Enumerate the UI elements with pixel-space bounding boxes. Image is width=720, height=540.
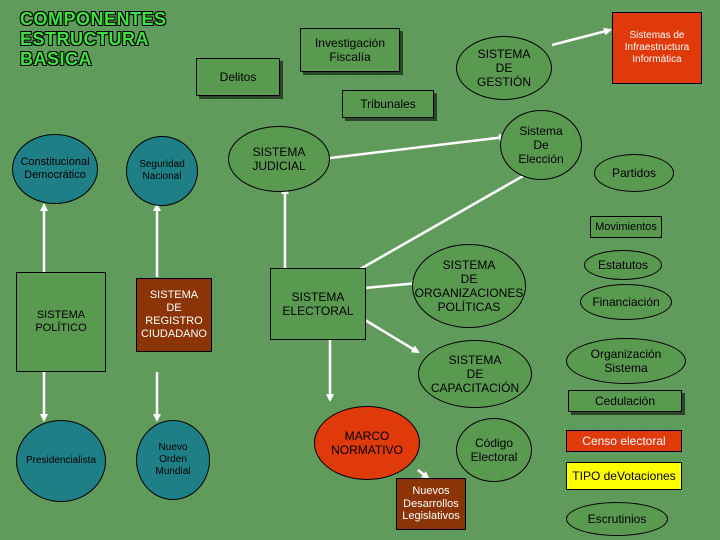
box-investigacion-fiscalia[interactable]: Investigación Fiscalía: [300, 28, 400, 72]
label-sistema-electoral: SISTEMA ELECTORAL: [282, 289, 354, 318]
arrow-marco-to-nuevos-desarrollos: [417, 469, 430, 480]
label-nuevo-orden-mundial: Nuevo Orden Mundial: [155, 442, 191, 477]
box-sistemas-infraestructura[interactable]: Sistemas de Infraestructura Informática: [612, 12, 702, 84]
box-movimientos[interactable]: Movimientos: [590, 216, 662, 238]
box-tribunales[interactable]: Tribunales: [342, 90, 434, 118]
label-sistema-judicial: SISTEMA JUDICIAL: [252, 144, 306, 173]
ellipse-partidos[interactable]: Partidos: [594, 154, 674, 192]
box-sistema-politico[interactable]: SISTEMA POLÍTICO: [16, 272, 106, 372]
page-title: COMPONENTES ESTRUCTURA BASICA: [20, 9, 167, 69]
label-tribunales: Tribunales: [360, 96, 416, 111]
label-sistema-capacitacion: SISTEMA DE CAPACITACIÓN: [430, 352, 520, 396]
label-organizacion-sistema: Organización Sistema: [590, 346, 662, 375]
box-censo-electoral[interactable]: Censo electoral: [566, 430, 682, 452]
label-sistema-organizaciones: SISTEMA DE ORGANIZACIONES POLÍTICAS: [414, 257, 524, 315]
label-codigo-electoral: Código Electoral: [470, 435, 518, 464]
label-nuevos-desarrollos: Nuevos Desarrollos Legislativos: [402, 484, 460, 523]
ellipse-seguridad-nacional[interactable]: Seguridad Nacional: [126, 136, 198, 206]
label-sistemas-infraestructura: Sistemas de Infraestructura Informática: [624, 30, 690, 65]
label-investigacion-fiscalia: Investigación Fiscalía: [314, 35, 386, 64]
box-sistema-registro[interactable]: SISTEMA DE REGISTRO CIUDADANO: [136, 278, 212, 352]
label-escrutinios: Escrutinios: [587, 511, 647, 526]
label-seguridad-nacional: Seguridad Nacional: [139, 159, 185, 182]
ellipse-sistema-judicial[interactable]: SISTEMA JUDICIAL: [228, 126, 330, 192]
label-financiacion: Financiación: [592, 294, 660, 309]
ellipse-sistema-capacitacion[interactable]: SISTEMA DE CAPACITACIÓN: [418, 340, 532, 408]
arrow-judicial-to-eleccion: [329, 133, 507, 160]
box-tipo-votaciones[interactable]: TIPO deVotaciones: [566, 462, 682, 490]
ellipse-sistema-gestion[interactable]: SISTEMA DE GESTIÓN: [456, 36, 552, 100]
box-delitos[interactable]: Delitos: [196, 58, 280, 96]
ellipse-estatutos[interactable]: Estatutos: [584, 250, 662, 280]
ellipse-sistema-eleccion[interactable]: Sistema De Elección: [500, 110, 582, 180]
label-sistema-politico: SISTEMA POLÍTICO: [35, 309, 87, 334]
label-estatutos: Estatutos: [597, 257, 649, 272]
box-cedulacion[interactable]: Cedulación: [568, 390, 682, 412]
arrow-electoral-to-eleccion: [354, 170, 532, 274]
label-sistema-eleccion: Sistema De Elección: [518, 123, 564, 167]
ellipse-codigo-electoral[interactable]: Código Electoral: [456, 418, 532, 482]
label-sistema-registro: SISTEMA DE REGISTRO CIUDADANO: [140, 289, 207, 340]
label-tipo-votaciones: TIPO deVotaciones: [572, 468, 676, 483]
box-sistema-electoral[interactable]: SISTEMA ELECTORAL: [270, 268, 366, 340]
ellipse-marco-normativo[interactable]: MARCO NORMATIVO: [314, 406, 420, 480]
arrow-electoral-to-capacitacion: [364, 318, 420, 354]
label-partidos: Partidos: [611, 165, 657, 180]
arrow-gestion-to-infraestructura: [551, 27, 612, 47]
ellipse-constitucional-democratico[interactable]: Constitucional Democrático: [12, 134, 98, 204]
ellipse-organizacion-sistema[interactable]: Organización Sistema: [566, 338, 686, 384]
label-censo-electoral: Censo electoral: [582, 433, 666, 448]
ellipse-presidencialista[interactable]: Presidencialista: [16, 420, 106, 502]
label-constitucional-democratico: Constitucional Democrático: [20, 156, 90, 181]
ellipse-sistema-organizaciones[interactable]: SISTEMA DE ORGANIZACIONES POLÍTICAS: [412, 244, 526, 328]
label-marco-normativo: MARCO NORMATIVO: [331, 428, 403, 457]
ellipse-nuevo-orden-mundial[interactable]: Nuevo Orden Mundial: [136, 420, 210, 500]
label-delitos: Delitos: [219, 69, 257, 84]
label-presidencialista: Presidencialista: [25, 455, 97, 467]
ellipse-financiacion[interactable]: Financiación: [580, 284, 672, 320]
ellipse-escrutinios[interactable]: Escrutinios: [566, 502, 668, 536]
box-nuevos-desarrollos[interactable]: Nuevos Desarrollos Legislativos: [396, 478, 466, 530]
arrow-electoral-to-organizaciones: [364, 279, 420, 290]
label-movimientos: Movimientos: [595, 220, 657, 233]
label-cedulacion: Cedulación: [594, 393, 656, 408]
label-sistema-gestion: SISTEMA DE GESTIÓN: [476, 46, 531, 90]
